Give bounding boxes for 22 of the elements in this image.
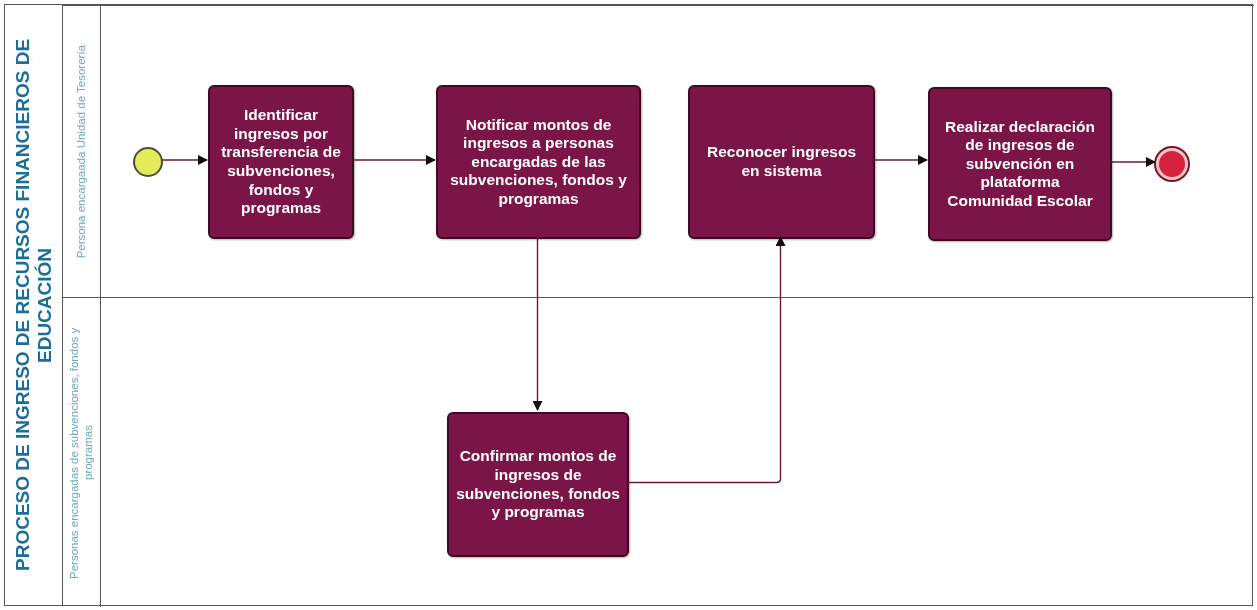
task-text: Confirmar montos de ingresos de subvenciones, fondos y programas [455, 447, 621, 522]
task-box [447, 412, 629, 557]
swimlane [63, 5, 1254, 297]
task-text: Realizar declaración de ingresos de subvención en plataforma Comunidad Escolar [944, 117, 1096, 211]
task-box [436, 85, 641, 239]
swimlane [63, 297, 1254, 607]
flow-arrow [873, 155, 928, 165]
flow-arrow [532, 236, 543, 411]
flow-arrow [161, 155, 208, 165]
pool-frame [4, 4, 1253, 606]
task-text: Notificar montos de ingresos a personas encargadas de las subvenciones, fondos y programas [449, 115, 628, 209]
flow-arrow [352, 155, 436, 165]
lane-label: Personas encargadas de subvenciones, fondos y programas [67, 325, 95, 581]
flow-arrow [1110, 157, 1156, 167]
task-text: Reconocer ingresos en sistema [706, 143, 857, 181]
task-box [688, 85, 875, 239]
lane-label: Persona encargaada Unidad de Tesorería [74, 44, 88, 259]
pool-title: PROCESO DE INGRESO DE RECURSOS FINANCIEROS DE EDUCACIÓN [11, 37, 56, 574]
task-box [928, 87, 1112, 241]
task-text: Identificar ingresos por transferencia de subvenciones, fondos y programas [220, 106, 342, 218]
flow-arrow [627, 236, 786, 484]
task-box [208, 85, 354, 239]
